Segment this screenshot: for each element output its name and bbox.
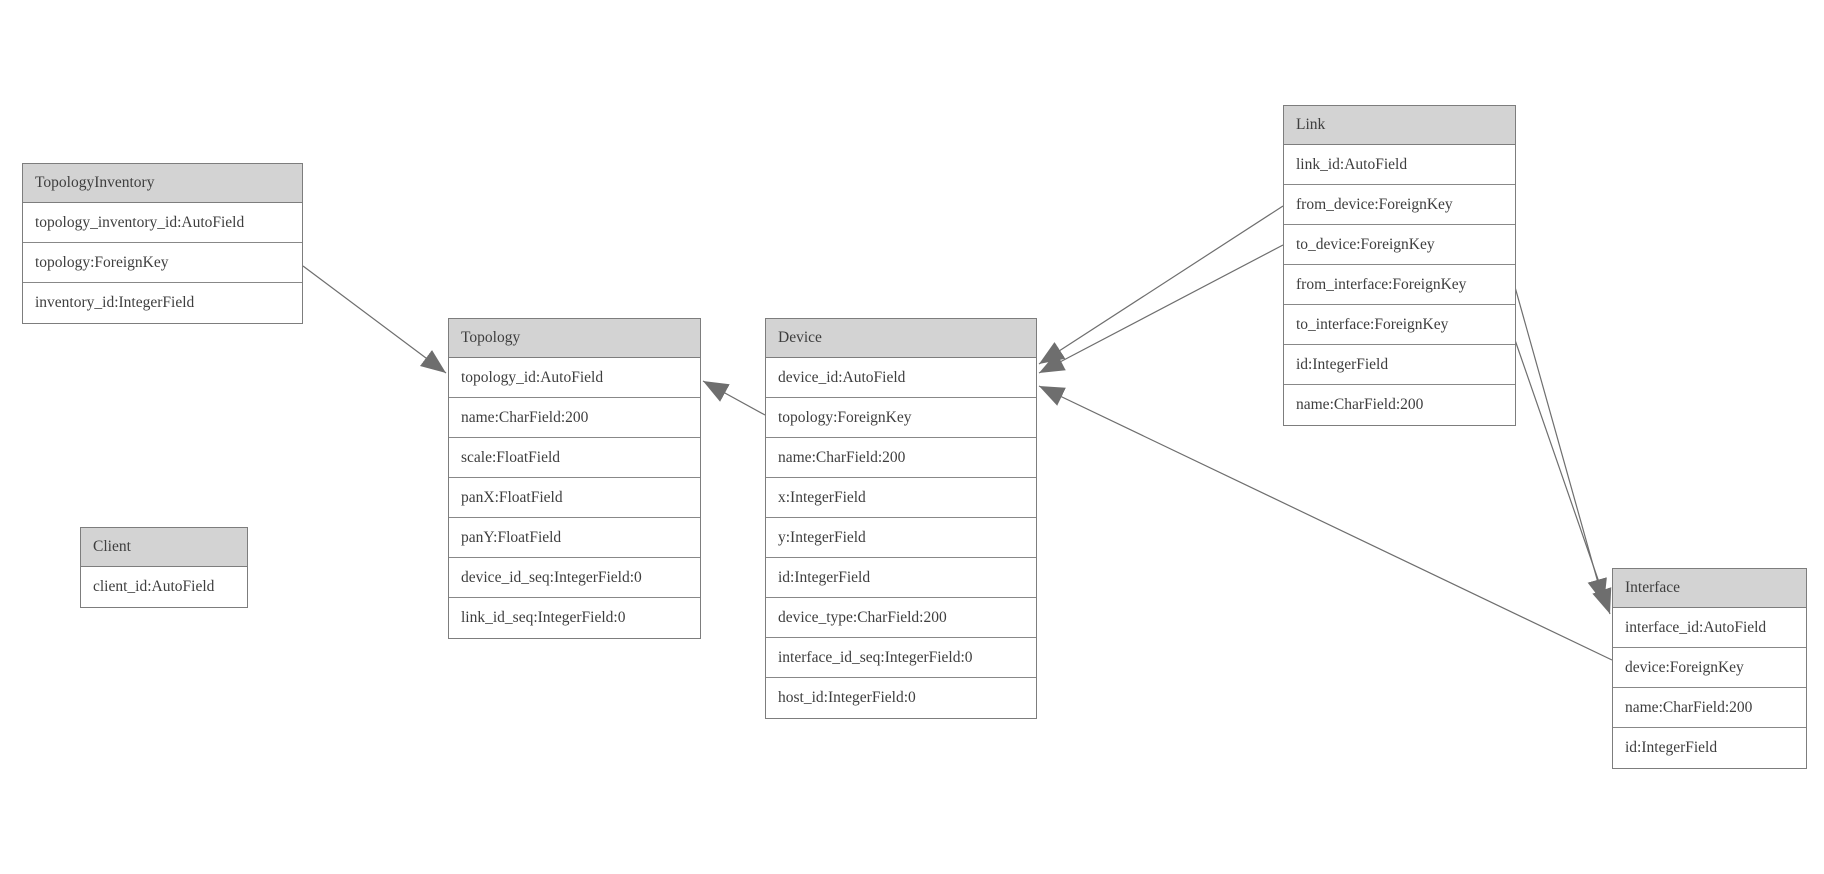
table-header: Device: [766, 319, 1036, 358]
entity-table-client: Client client_id:AutoField: [80, 527, 248, 608]
table-row: from_device:ForeignKey: [1284, 185, 1515, 225]
table-rows: client_id:AutoField: [81, 567, 247, 607]
table-row: link_id:AutoField: [1284, 145, 1515, 185]
table-row: x:IntegerField: [766, 478, 1036, 518]
table-row: topology_inventory_id:AutoField: [23, 203, 302, 243]
table-row: client_id:AutoField: [93, 578, 215, 595]
table-row: scale:FloatField: [449, 438, 700, 478]
edge-device-topology-to-topology: [702, 380, 766, 416]
table-row: panY:FloatField: [449, 518, 700, 558]
table-header: Topology: [449, 319, 700, 358]
table-header: TopologyInventory: [23, 164, 302, 203]
table-row: topology:ForeignKey: [23, 243, 302, 283]
table-header: Client: [81, 528, 247, 567]
table-row: topology:ForeignKey: [766, 398, 1036, 438]
table-row: name:CharField:200: [1613, 688, 1806, 728]
table-row: link_id_seq:IntegerField:0: [461, 609, 626, 626]
table-row: name:CharField:200: [449, 398, 700, 438]
table-row: device_id:AutoField: [766, 358, 1036, 398]
table-row: panX:FloatField: [449, 478, 700, 518]
table-row: y:IntegerField: [766, 518, 1036, 558]
edge-link-to_interface-to-interface: [1514, 339, 1612, 615]
table-row: device_id_seq:IntegerField:0: [449, 558, 700, 598]
table-row: id:IntegerField: [766, 558, 1036, 598]
table-row: inventory_id:IntegerField: [35, 294, 195, 311]
table-row: device_type:CharField:200: [766, 598, 1036, 638]
edge-topologyinventory-topology-to-topology: [302, 265, 447, 374]
table-header: Interface: [1613, 569, 1806, 608]
edge-interface-device-to-device: [1038, 385, 1613, 661]
table-row: interface_id:AutoField: [1613, 608, 1806, 648]
table-row: id:IntegerField: [1284, 345, 1515, 385]
table-row: host_id:IntegerField:0: [778, 689, 916, 706]
table-row: topology_id:AutoField: [449, 358, 700, 398]
table-row: id:IntegerField: [1625, 739, 1718, 756]
edge-link-to_device-to-device: [1038, 244, 1284, 374]
table-row: name:CharField:200: [766, 438, 1036, 478]
table-row: name:CharField:200: [1296, 396, 1424, 413]
entity-table-topologyinventory: TopologyInventory topology_inventory_id:…: [22, 163, 303, 324]
edge-link-from_interface-to-interface: [1514, 286, 1607, 605]
table-row: interface_id_seq:IntegerField:0: [766, 638, 1036, 678]
table-row: device:ForeignKey: [1613, 648, 1806, 688]
edge-link-from_device-to-device: [1038, 205, 1284, 365]
table-row: to_interface:ForeignKey: [1284, 305, 1515, 345]
table-row: from_interface:ForeignKey: [1284, 265, 1515, 305]
table-row: to_device:ForeignKey: [1284, 225, 1515, 265]
table-header: Link: [1284, 106, 1515, 145]
